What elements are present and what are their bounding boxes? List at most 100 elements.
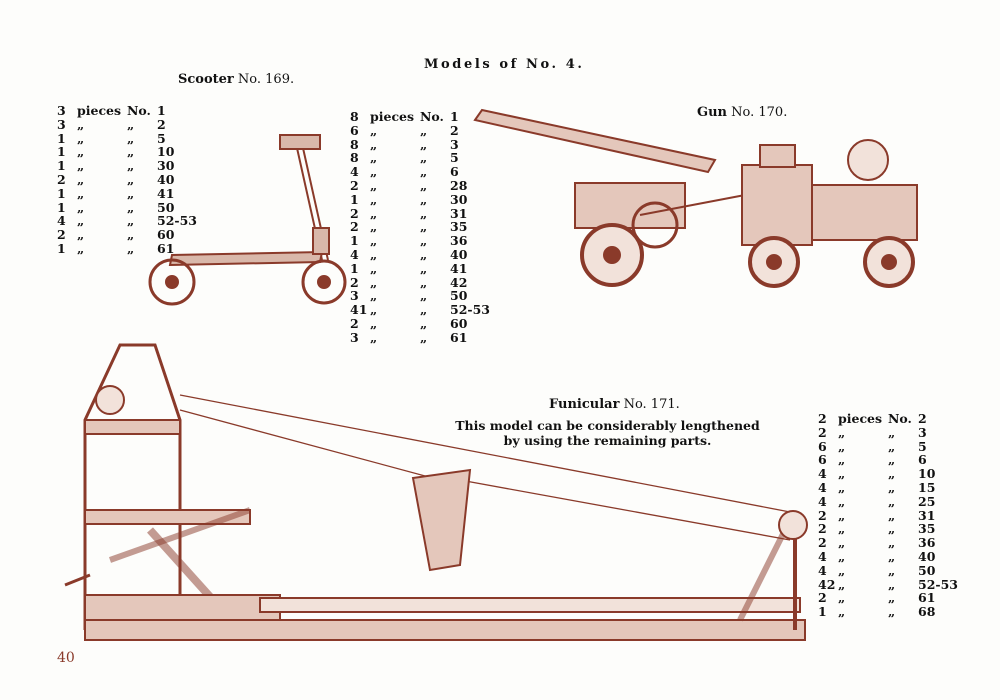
parts-row: 1„„30 — [57, 159, 197, 173]
parts-row: 2„„61 — [818, 591, 958, 605]
part-number: 28 — [450, 177, 468, 193]
part-number: 15 — [918, 479, 936, 495]
parts-row: 2„„40 — [57, 173, 197, 187]
part-label: „ — [370, 164, 378, 180]
part-label: „ — [838, 479, 846, 495]
part-label: „ — [77, 227, 85, 243]
part-number: 30 — [157, 158, 175, 174]
part-quantity: 1 — [57, 199, 66, 215]
part-number: 10 — [157, 144, 175, 160]
part-quantity: 8 — [350, 136, 359, 152]
part-no-label: „ — [420, 329, 428, 345]
part-number: 5 — [157, 130, 166, 146]
parts-row: 1„„41 — [350, 260, 490, 276]
part-no-label: „ — [420, 177, 428, 193]
scooter-name: Scooter — [178, 72, 234, 87]
part-label: „ — [370, 136, 378, 152]
part-quantity: 1 — [57, 158, 66, 174]
part-no-label: „ — [420, 302, 428, 318]
part-label: „ — [370, 233, 378, 249]
part-quantity: 4 — [818, 493, 827, 509]
part-no-label: „ — [127, 144, 135, 160]
part-no-label: „ — [888, 493, 896, 509]
part-number: 36 — [918, 535, 936, 551]
part-quantity: 2 — [818, 424, 827, 440]
part-no-label: „ — [420, 191, 428, 207]
parts-row: 4„„52-53 — [57, 214, 197, 228]
parts-row: 2„„42 — [350, 274, 490, 290]
part-quantity: 1 — [57, 144, 66, 160]
part-label: „ — [838, 576, 846, 592]
part-no-label: „ — [420, 164, 428, 180]
parts-row: 2„„35 — [818, 522, 958, 536]
description-line-1: This model can be considerably lengthene… — [455, 418, 760, 433]
part-quantity: 6 — [350, 122, 359, 138]
parts-row: 41„„52-53 — [350, 303, 490, 317]
parts-row: 2„„35 — [350, 220, 490, 234]
part-number: 52-53 — [157, 213, 197, 229]
part-quantity: 4 — [818, 479, 827, 495]
part-no-label: „ — [420, 246, 428, 262]
part-number: 6 — [450, 164, 459, 180]
page-number: 40 — [57, 650, 75, 666]
part-quantity: 2 — [350, 274, 359, 290]
scooter-number: No. 169. — [237, 72, 295, 87]
parts-row: 2„„60 — [57, 228, 197, 242]
part-number: 61 — [918, 590, 936, 606]
part-number: 60 — [157, 227, 175, 243]
part-quantity: 1 — [350, 260, 359, 276]
part-label: „ — [77, 240, 85, 256]
part-quantity: 4 — [350, 164, 359, 180]
part-no-label: „ — [888, 424, 896, 440]
part-no-label: „ — [420, 150, 428, 166]
part-quantity: 8 — [350, 109, 359, 124]
part-number: 5 — [918, 438, 927, 454]
parts-row: 4„„40 — [818, 550, 958, 564]
part-no-label: „ — [420, 136, 428, 152]
parts-row: 3„„61 — [350, 329, 490, 345]
part-quantity: 4 — [818, 466, 827, 482]
funicular-caption: Funicular No. 171. — [549, 397, 680, 412]
part-no-label: „ — [127, 171, 135, 187]
part-quantity: 1 — [818, 604, 827, 620]
part-label: „ — [77, 130, 85, 146]
part-number: 1 — [450, 109, 459, 124]
part-no-label: „ — [888, 507, 896, 523]
part-quantity: 1 — [350, 233, 359, 249]
part-quantity: 2 — [350, 177, 359, 193]
parts-row: 3„„50 — [350, 289, 490, 303]
part-quantity: 4 — [350, 246, 359, 262]
part-label: „ — [370, 302, 378, 318]
parts-row: 2„„31 — [818, 507, 958, 523]
part-number: 60 — [450, 315, 468, 331]
gun-caption: Gun No. 170. — [697, 105, 787, 120]
part-number: 35 — [918, 521, 936, 537]
part-number: 61 — [450, 329, 468, 345]
part-no-label: „ — [420, 315, 428, 331]
part-quantity: 41 — [350, 302, 368, 318]
parts-row: 4„„10 — [818, 467, 958, 481]
parts-row: 4 „ „ 25 — [818, 493, 958, 509]
part-label: „ — [838, 493, 846, 509]
part-number: 5 — [450, 150, 459, 166]
part-no-label: „ — [888, 438, 896, 454]
part-no-label: „ — [127, 227, 135, 243]
parts-row: 4„„40 — [350, 248, 490, 262]
part-label: „ — [370, 288, 378, 304]
parts-row: 2„„36 — [818, 536, 958, 550]
part-label: „ — [838, 507, 846, 523]
part-no-label: „ — [888, 562, 896, 578]
part-quantity: 1 — [57, 240, 66, 256]
part-no-label: „ — [888, 452, 896, 468]
part-label: „ — [77, 116, 85, 132]
parts-row: 2„„31 — [350, 206, 490, 221]
part-quantity: 4 — [818, 548, 827, 564]
part-no-label: „ — [888, 535, 896, 551]
part-label: pieces — [838, 411, 883, 426]
part-number: 25 — [918, 493, 936, 509]
parts-row: 42„„52-53 — [818, 576, 958, 592]
part-label: „ — [370, 315, 378, 331]
